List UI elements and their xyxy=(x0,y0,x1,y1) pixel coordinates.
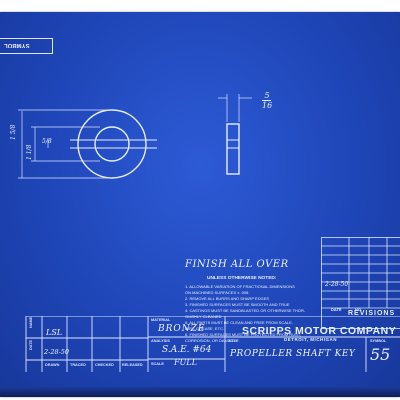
company-name: SCRIPPS MOTOR COMPANY xyxy=(242,325,397,337)
title-block-grid xyxy=(25,316,400,372)
unless-noted-heading: UNLESS OTHERWISE NOTED: xyxy=(207,276,277,281)
label-material: MATERIAL xyxy=(151,318,171,322)
revisions-grid xyxy=(321,237,400,329)
label-released: RELEASED xyxy=(122,363,143,367)
label-date: DATE xyxy=(29,339,33,350)
label-checked: CHECKED xyxy=(95,363,114,367)
rev-col-no: NO. xyxy=(355,307,363,312)
finish-note: FINISH ALL OVER xyxy=(185,259,289,270)
general-notes: FINISH ALL OVER UNLESS OTHERWISE NOTED: … xyxy=(185,259,330,343)
note-line: 2. REMOVE ALL BURRS AND SHARP EDGES xyxy=(185,296,270,301)
dim-outer: 1 5/8 xyxy=(10,124,17,140)
label-name: NAME xyxy=(29,316,33,328)
symbol-tab: SYMBOL xyxy=(0,38,53,54)
drawn-by-value: LSL xyxy=(46,328,63,337)
note-line: CORROSION, OR DAMAGE xyxy=(185,338,237,343)
part-title-value: PROPELLER SHAFT KEY xyxy=(230,349,356,359)
rev-col-date: DATE xyxy=(331,307,342,312)
company-city: DETROIT, MICHIGAN xyxy=(284,337,337,342)
dim-thickness-den: 16 xyxy=(262,101,273,110)
label-symbol: SYMBOL xyxy=(370,339,387,343)
dim-inner: 1 1/8 xyxy=(26,144,33,160)
note-line: OUGHLY CLEANED xyxy=(185,314,222,319)
washer-inner-circle xyxy=(94,126,130,162)
note-line: 1. ALLOWABLE VARIATION OF FRACTIONAL DIM… xyxy=(185,284,295,289)
label-traced: TRACED xyxy=(70,363,86,367)
symbol-value: 55 xyxy=(370,345,391,364)
revisions-header-row: DATE NO. xyxy=(321,299,400,312)
scale-value: FULL xyxy=(174,358,197,367)
note-line: 4. CASTINGS MUST BE SANDBLASTED OR OTHER… xyxy=(185,308,306,313)
part-drawing xyxy=(18,94,252,179)
dim-hole: 5/8 xyxy=(42,138,52,145)
label-analysis: ANALYSIS xyxy=(151,339,170,343)
date-value: 2-28-50 xyxy=(44,348,70,356)
material-value: BRONZE xyxy=(158,324,206,334)
revisions-title: REVISIONS xyxy=(348,310,396,317)
revision-date: 2-28-50 xyxy=(325,281,349,288)
washer-outer-circle xyxy=(77,109,147,179)
dim-thickness: 5 16 xyxy=(262,91,272,110)
dim-thickness-num: 5 xyxy=(264,91,270,100)
note-line: 6. FINISHED SURFACES MUST BE PROTECTED F… xyxy=(185,332,301,337)
label-scale: SCALE xyxy=(151,362,164,366)
note-line: 5. ALL PARTS MUST BE CLEAN AND FREE FROM… xyxy=(185,320,293,325)
note-line: DIRT, GREASE, ETC. xyxy=(185,326,225,331)
washer-side-view xyxy=(226,123,240,175)
blueprint-sheet: SYMBOL xyxy=(0,12,400,397)
label-title: TITLE xyxy=(228,339,239,343)
note-line: ON MACHINED SURFACES ± .008 xyxy=(185,290,249,295)
label-drawn: DRAWN xyxy=(45,363,60,367)
analysis-value: S.A.E. #64 xyxy=(162,345,212,355)
note-line: 3. FINISHED SURFACES MUST BE SMOOTH AND … xyxy=(185,302,290,307)
